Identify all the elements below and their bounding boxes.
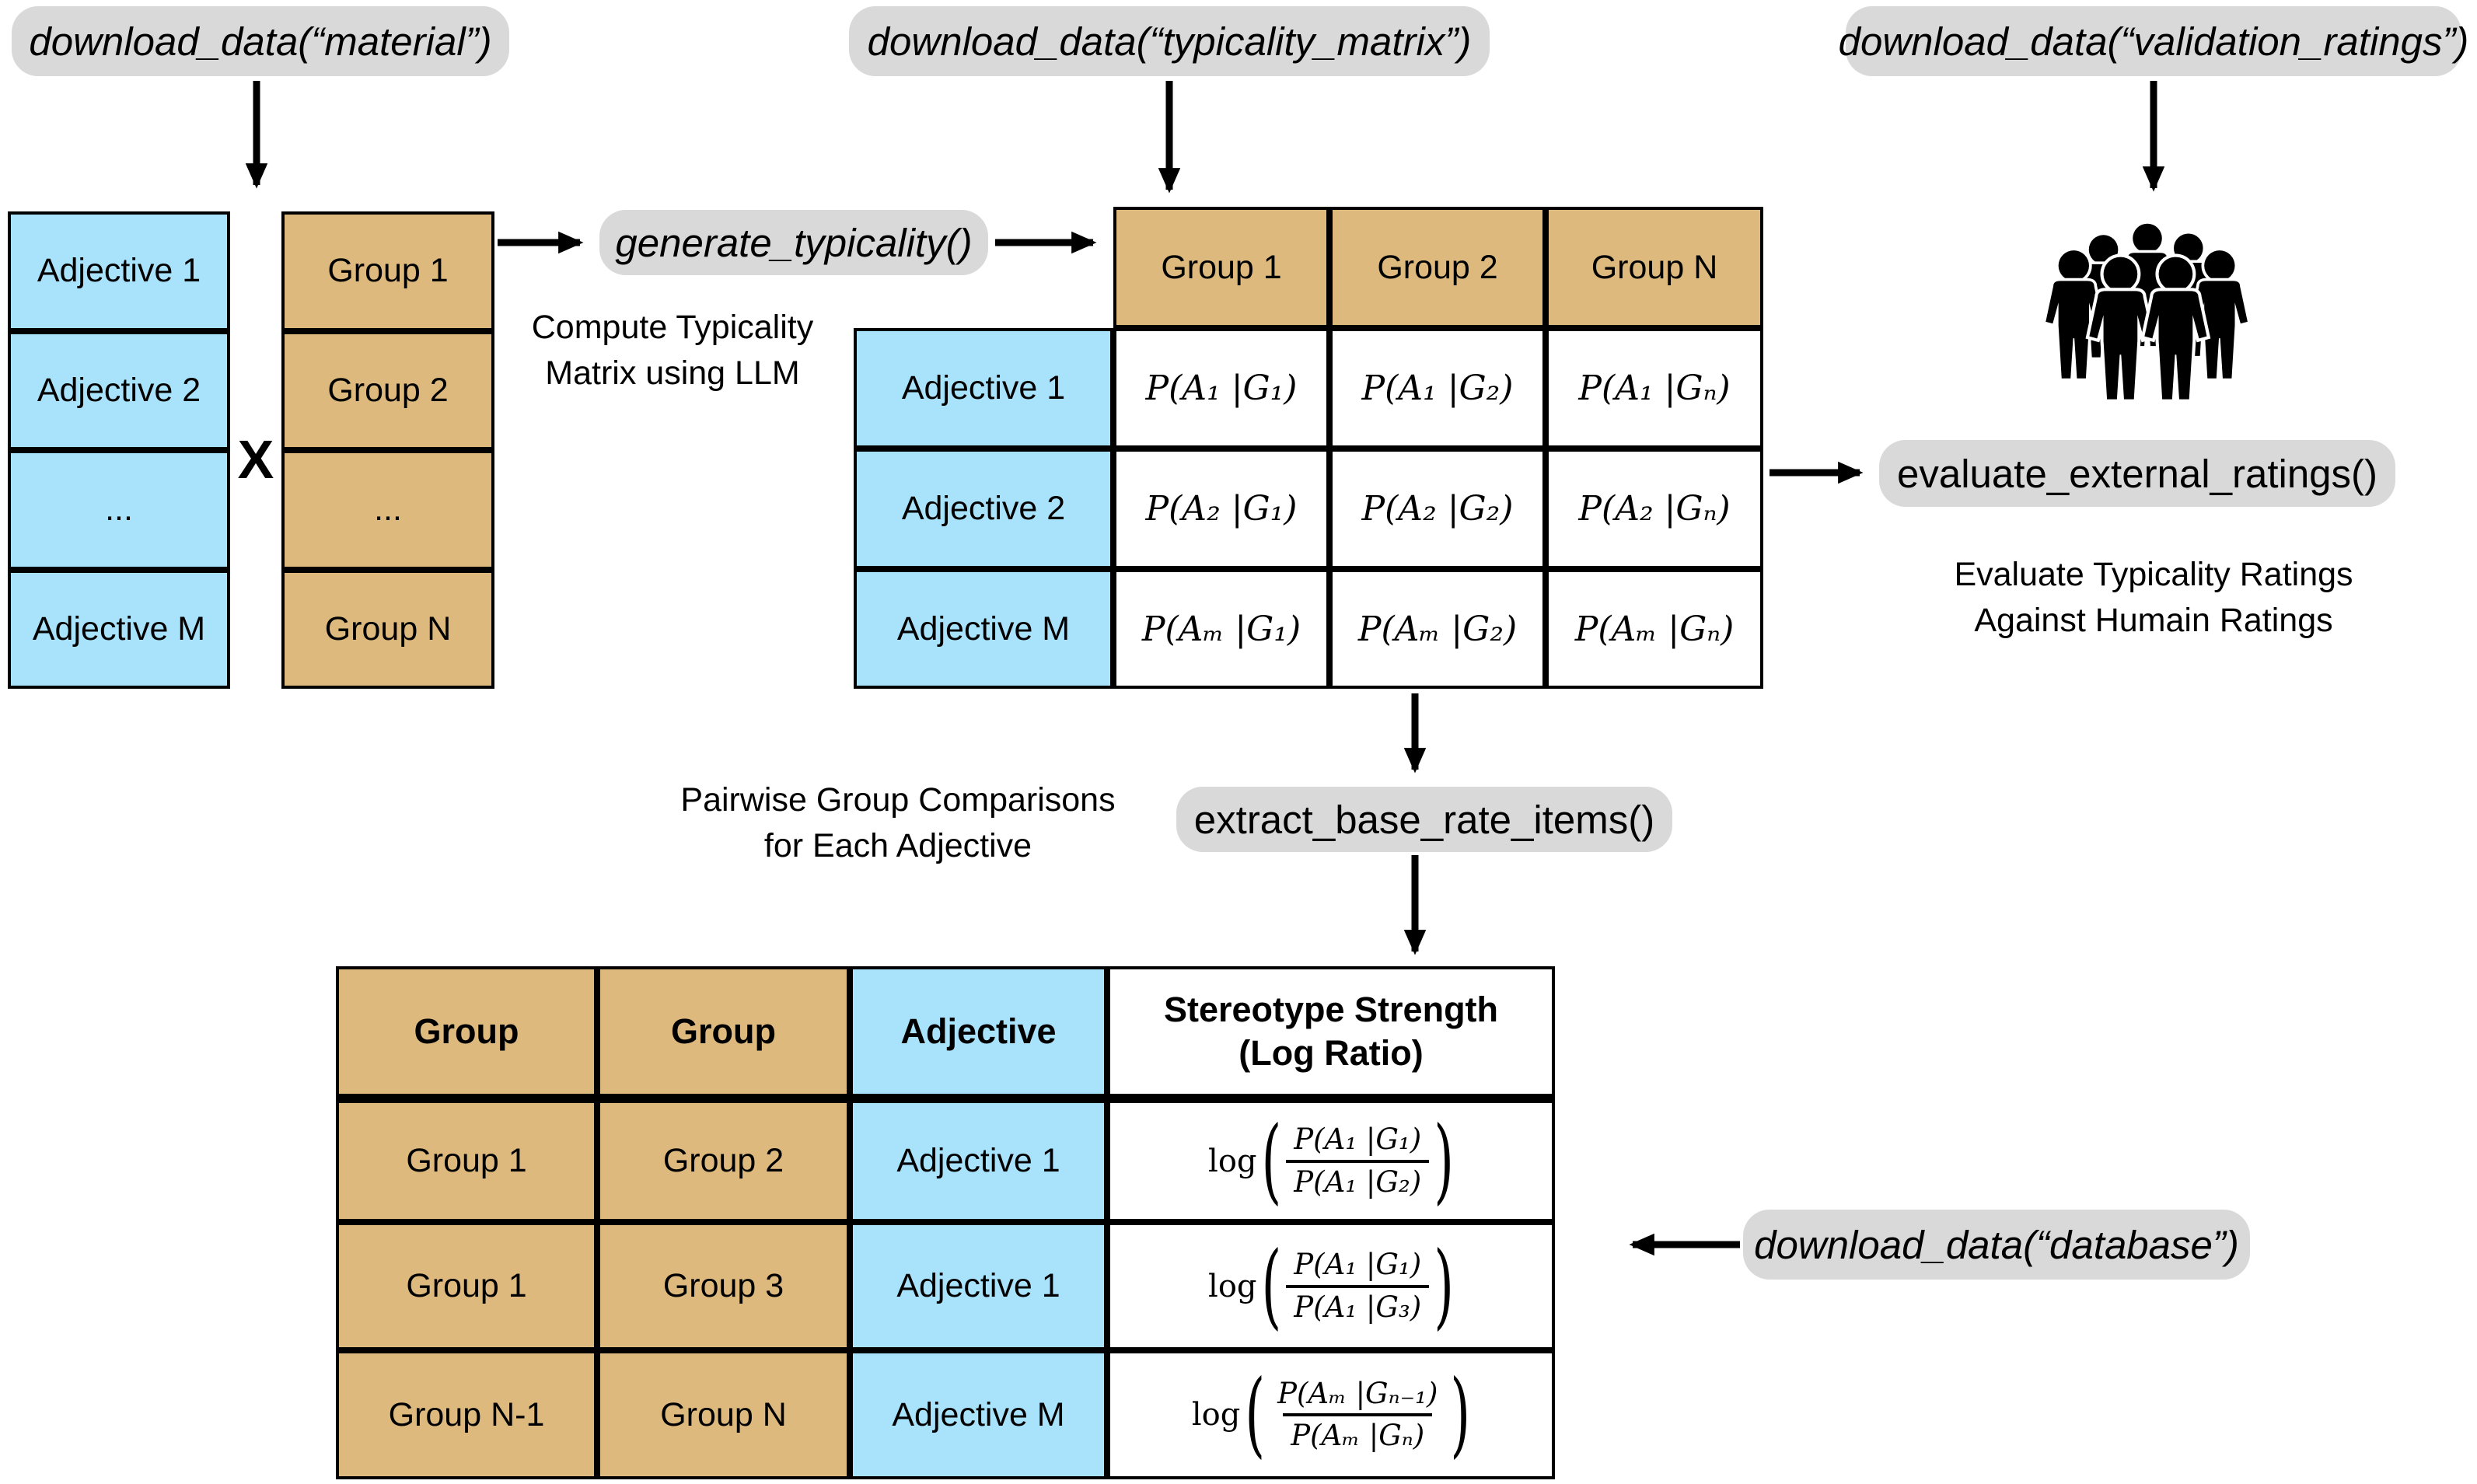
adjective-list-cell: Adjective 1 bbox=[8, 211, 230, 331]
adjective-list-cell: Adjective 2 bbox=[8, 330, 230, 450]
close-paren: ) bbox=[1434, 1106, 1454, 1214]
caption-compute-line1: Compute Typicality bbox=[531, 309, 814, 346]
close-paren: ) bbox=[1450, 1360, 1471, 1468]
matrix-cell: P(A₂ |G₂) bbox=[1329, 449, 1546, 569]
pill-generate-typicality: generate_typicality() bbox=[599, 210, 988, 275]
base-rate-cell-log-ratio: log ( P(A₁ |G₁) P(A₁ |G₃) ) bbox=[1107, 1222, 1555, 1350]
pill-extract-base-rate-items: extract_base_rate_items() bbox=[1176, 787, 1672, 852]
fraction: P(Aₘ |Gₙ₋₁) P(Aₘ |Gₙ) bbox=[1270, 1374, 1445, 1456]
adjective-list-table: Adjective 1 Adjective 2 ... Adjective M bbox=[8, 211, 230, 689]
pill-download-material: download_data(“material”) bbox=[12, 6, 509, 76]
matrix-cell: P(Aₘ |G₁) bbox=[1113, 569, 1329, 689]
typicality-matrix-table: Group 1 Group 2 Group N Adjective 1 P(A₁… bbox=[854, 207, 1763, 689]
caption-pairwise-comparisons: Pairwise Group Comparisons for Each Adje… bbox=[626, 777, 1170, 870]
base-rate-cell-adjective: Adjective 1 bbox=[850, 1222, 1107, 1350]
matrix-cell: P(A₁ |G₂) bbox=[1329, 328, 1546, 449]
caption-evaluate-ratings: Evaluate Typicality Ratings Against Huma… bbox=[1881, 552, 2426, 644]
matrix-cell: P(A₁ |G₁) bbox=[1113, 328, 1329, 449]
caption-pairwise-line1: Pairwise Group Comparisons bbox=[680, 781, 1116, 819]
pill-download-typicality-matrix: download_data(“typicality_matrix”) bbox=[849, 6, 1490, 76]
strength-header-line2: (Log Ratio) bbox=[1238, 1033, 1424, 1073]
matrix-cell: P(A₂ |G₁) bbox=[1113, 449, 1329, 569]
fraction: P(A₁ |G₁) P(A₁ |G₂) bbox=[1286, 1120, 1430, 1202]
matrix-cell: P(A₂ |Gₙ) bbox=[1546, 449, 1763, 569]
base-rate-cell-group-a: Group 1 bbox=[336, 1222, 597, 1350]
pill-download-validation-ratings: download_data(“validation_ratings”) bbox=[1839, 6, 2468, 76]
matrix-cell: P(Aₘ |G₂) bbox=[1329, 569, 1546, 689]
matrix-col-header: Group N bbox=[1546, 207, 1763, 328]
base-rate-cell-log-ratio: log ( P(A₁ |G₁) P(A₁ |G₂) ) bbox=[1107, 1100, 1555, 1222]
cross-product-operator: X bbox=[237, 429, 274, 490]
base-rate-cell-adjective: Adjective M bbox=[850, 1350, 1107, 1479]
adjective-list-cell: ... bbox=[8, 450, 230, 570]
base-rate-cell-group-b: Group 3 bbox=[597, 1222, 850, 1350]
fraction-numerator: P(A₁ |G₁) bbox=[1294, 1123, 1422, 1157]
caption-compute-line2: Matrix using LLM bbox=[545, 354, 800, 393]
base-rate-table: Group Group Adjective Stereotype Strengt… bbox=[336, 966, 1555, 1479]
caption-pairwise-line2: for Each Adjective bbox=[763, 827, 1032, 865]
base-rate-cell-group-a: Group N-1 bbox=[336, 1350, 597, 1479]
open-paren: ( bbox=[1261, 1231, 1282, 1339]
open-paren: ( bbox=[1245, 1360, 1266, 1468]
caption-compute-typicality: Compute Typicality Matrix using LLM bbox=[439, 305, 906, 397]
fraction-denominator: P(Aₘ |Gₙ) bbox=[1283, 1413, 1433, 1455]
group-list-cell: Group 2 bbox=[281, 330, 494, 450]
base-rate-cell-group-a: Group 1 bbox=[336, 1100, 597, 1222]
pill-download-database: download_data(“database”) bbox=[1743, 1210, 2250, 1280]
log-label: log bbox=[1191, 1397, 1241, 1433]
open-paren: ( bbox=[1261, 1106, 1282, 1214]
log-ratio-formula: log ( P(Aₘ |Gₙ₋₁) P(Aₘ |Gₙ) ) bbox=[1191, 1368, 1470, 1461]
base-rate-header-adjective: Adjective bbox=[850, 966, 1107, 1100]
log-ratio-formula: log ( P(A₁ |G₁) P(A₁ |G₃) ) bbox=[1208, 1239, 1454, 1332]
matrix-row-header: Adjective M bbox=[854, 569, 1113, 689]
log-label: log bbox=[1208, 1143, 1257, 1179]
fraction-denominator: P(A₁ |G₃) bbox=[1286, 1284, 1430, 1327]
group-list-cell: Group 1 bbox=[281, 211, 494, 331]
base-rate-header-strength: Stereotype Strength (Log Ratio) bbox=[1107, 966, 1555, 1100]
pill-evaluate-external-ratings: evaluate_external_ratings() bbox=[1879, 440, 2395, 507]
matrix-cell: P(A₁ |Gₙ) bbox=[1546, 328, 1763, 449]
base-rate-cell-group-b: Group N bbox=[597, 1350, 850, 1479]
group-list-cell: Group N bbox=[281, 569, 494, 689]
group-list-table: Group 1 Group 2 ... Group N bbox=[281, 211, 494, 689]
caption-evaluate-line1: Evaluate Typicality Ratings bbox=[1954, 556, 2353, 593]
matrix-row-header: Adjective 1 bbox=[854, 328, 1113, 449]
base-rate-cell-log-ratio: log ( P(Aₘ |Gₙ₋₁) P(Aₘ |Gₙ) ) bbox=[1107, 1350, 1555, 1479]
group-list-cell: ... bbox=[281, 450, 494, 570]
base-rate-header-group-a: Group bbox=[336, 966, 597, 1100]
fraction-denominator: P(A₁ |G₂) bbox=[1286, 1159, 1430, 1202]
log-label: log bbox=[1208, 1268, 1257, 1304]
adjective-list-cell: Adjective M bbox=[8, 569, 230, 689]
fraction-numerator: P(Aₘ |Gₙ₋₁) bbox=[1277, 1376, 1438, 1410]
matrix-row-header: Adjective 2 bbox=[854, 449, 1113, 569]
crowd-icon bbox=[2045, 199, 2250, 404]
caption-evaluate-line2: Against Humain Ratings bbox=[1974, 602, 2333, 640]
strength-header-line1: Stereotype Strength bbox=[1163, 989, 1499, 1029]
base-rate-cell-adjective: Adjective 1 bbox=[850, 1100, 1107, 1222]
base-rate-cell-group-b: Group 2 bbox=[597, 1100, 850, 1222]
matrix-cell: P(Aₘ |Gₙ) bbox=[1546, 569, 1763, 689]
base-rate-header-group-b: Group bbox=[597, 966, 850, 1100]
fraction-numerator: P(A₁ |G₁) bbox=[1294, 1248, 1422, 1282]
fraction: P(A₁ |G₁) P(A₁ |G₃) bbox=[1286, 1245, 1430, 1327]
matrix-col-header: Group 1 bbox=[1113, 207, 1329, 328]
matrix-col-header: Group 2 bbox=[1329, 207, 1546, 328]
log-ratio-formula: log ( P(A₁ |G₁) P(A₁ |G₂) ) bbox=[1208, 1114, 1454, 1206]
close-paren: ) bbox=[1434, 1231, 1454, 1339]
